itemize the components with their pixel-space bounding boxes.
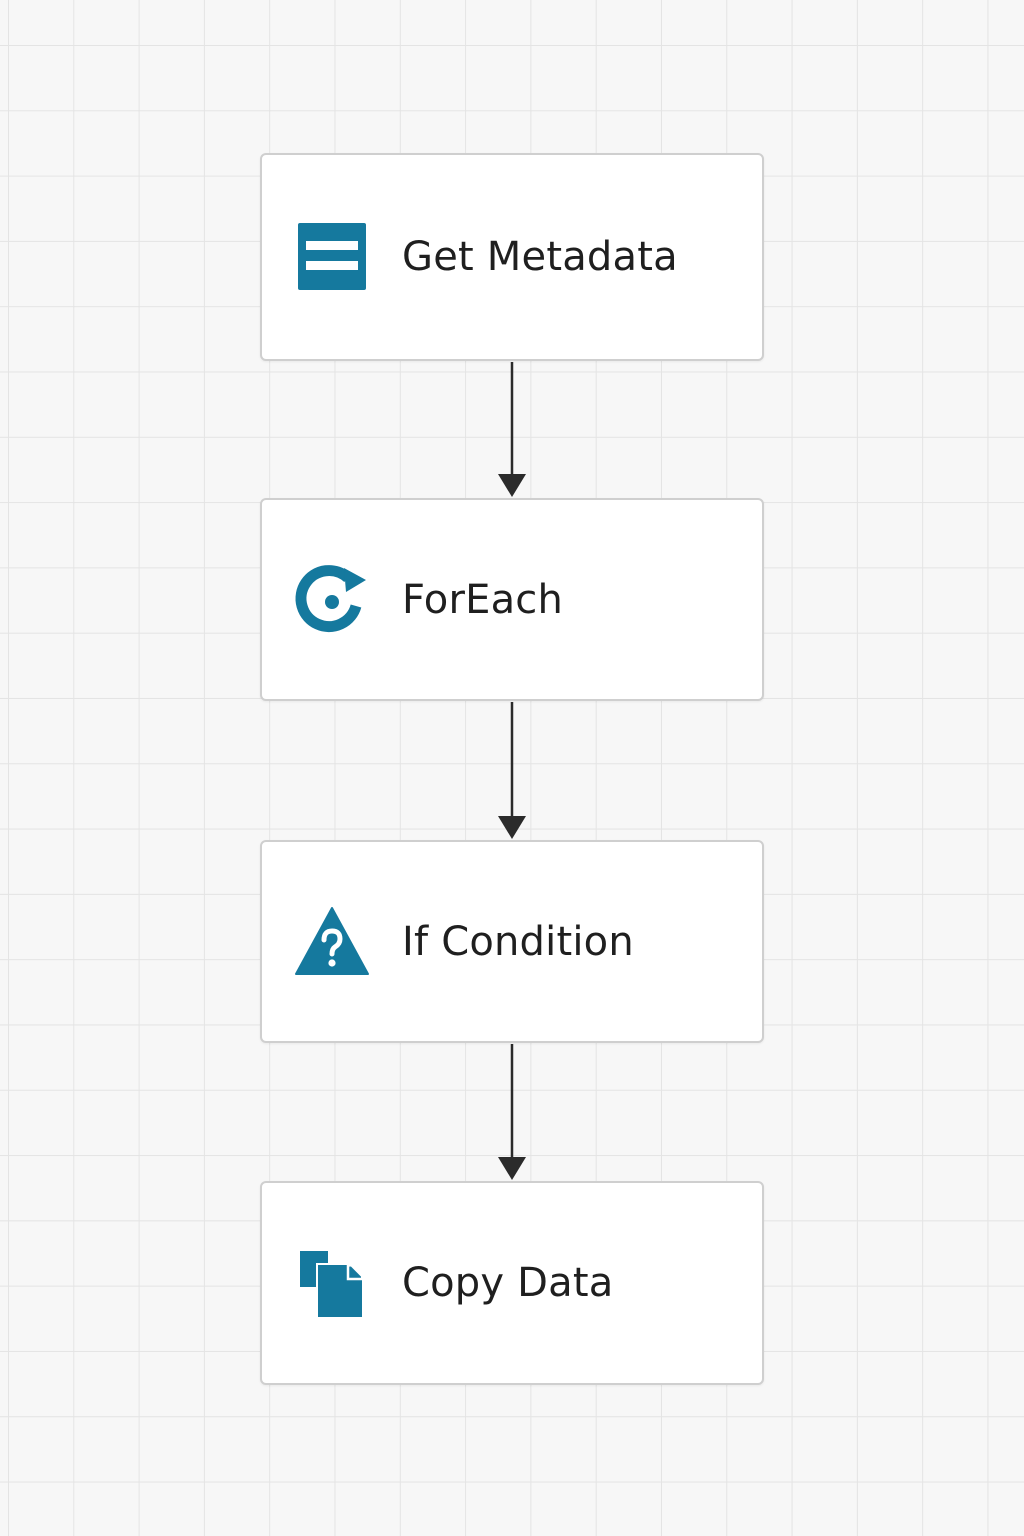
activity-foreach[interactable]: ForEach — [260, 498, 764, 701]
activity-copy-data[interactable]: Copy Data — [260, 1181, 764, 1385]
arrowhead-icon — [498, 816, 526, 839]
connector-foreach-ifcondition[interactable] — [498, 702, 526, 839]
activity-label: Copy Data — [402, 1260, 614, 1306]
foreach-icon — [294, 562, 370, 638]
if-condition-icon — [294, 904, 370, 980]
copy-data-icon — [294, 1245, 370, 1321]
activity-get-metadata[interactable]: Get Metadata — [260, 153, 764, 361]
activity-label: If Condition — [402, 918, 634, 965]
connector-ifcondition-copydata[interactable] — [498, 1044, 526, 1180]
activity-label: Get Metadata — [402, 234, 678, 280]
arrowhead-icon — [498, 1157, 526, 1180]
get-metadata-icon — [294, 219, 370, 295]
activity-label: ForEach — [402, 576, 564, 623]
arrowhead-icon — [498, 474, 526, 497]
connector-getmetadata-foreach[interactable] — [498, 362, 526, 497]
activity-if-condition[interactable]: If Condition — [260, 840, 764, 1043]
